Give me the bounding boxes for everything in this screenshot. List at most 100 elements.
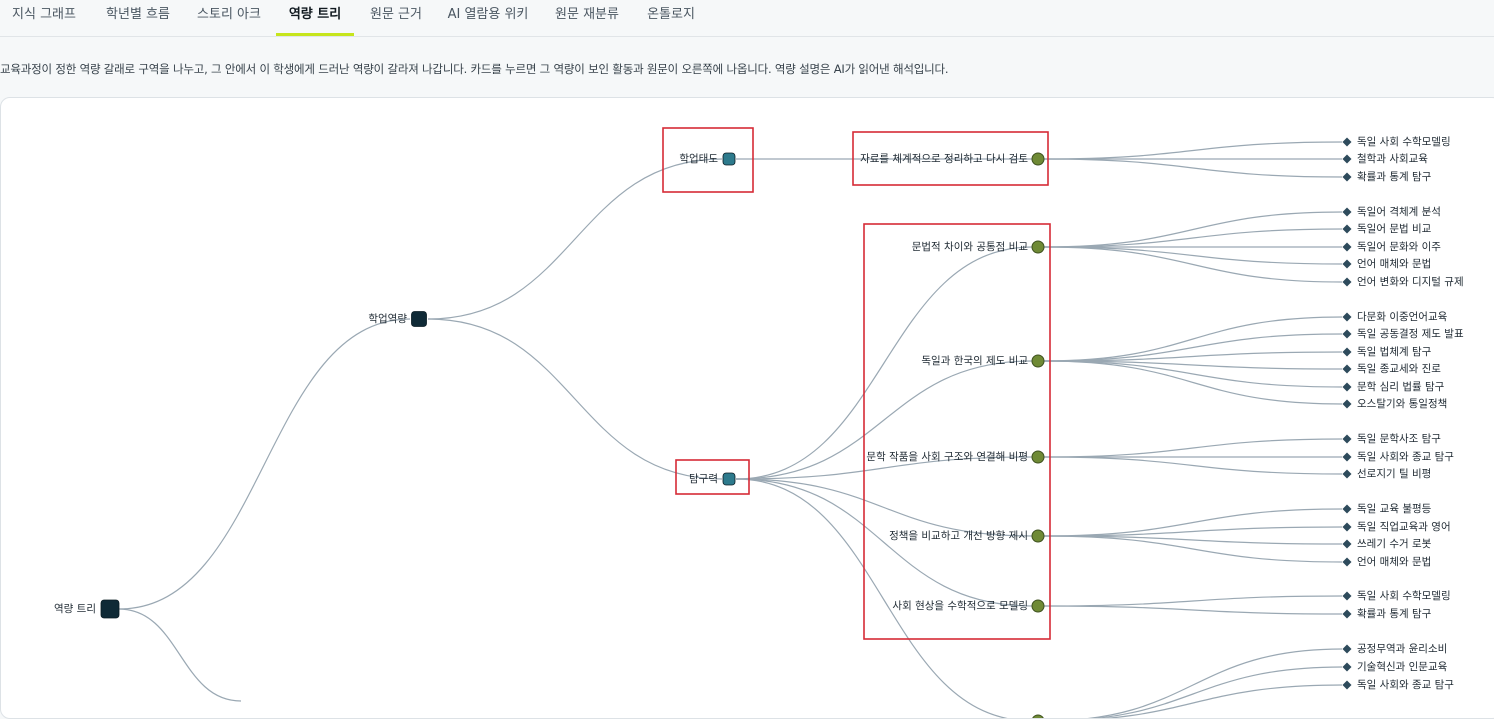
tab-knowledge-graph[interactable]: 지식 그래프: [12, 7, 76, 22]
activity-leaf-icon[interactable]: [1342, 504, 1352, 514]
tab-competency-tree[interactable]: 역량 트리: [276, 0, 354, 36]
activity-leaf-icon[interactable]: [1342, 259, 1352, 269]
activity-leaf-label: 독일 사회와 종교 탐구: [1357, 678, 1454, 691]
edge-competency-leaf: [1043, 456, 1343, 475]
activity-leaf-label: 기술혁신과 인문교육: [1357, 661, 1448, 673]
activity-leaf-label: 철학과 사회교육: [1357, 153, 1428, 165]
edge-competency-leaf: [1043, 535, 1343, 545]
edge-competency-leaf: [1043, 211, 1343, 248]
activity-leaf-label: 언어 매체와 문법: [1357, 556, 1431, 568]
edge-domain-branch: [427, 318, 723, 480]
competency-node[interactable]: [1031, 354, 1045, 368]
tab-source-reclassify[interactable]: 원문 재분류: [555, 7, 619, 22]
tab-grade-flow[interactable]: 학년별 흐름: [106, 7, 170, 22]
edge-competency-leaf: [1043, 316, 1343, 362]
edge-competency-leaf: [1043, 360, 1343, 370]
edge-competency-leaf: [1093, 666, 1343, 718]
activity-leaf-label: 확률과 통계 탐구: [1357, 607, 1432, 620]
activity-leaf-icon[interactable]: [1342, 224, 1352, 234]
highlight-box-learning-attitude: [662, 127, 754, 193]
activity-leaf-label: 독일 직업교육과 영어: [1357, 520, 1451, 533]
activity-leaf-icon[interactable]: [1342, 452, 1352, 462]
branch-node[interactable]: [722, 472, 736, 486]
highlight-box-attitude-competency: [852, 131, 1049, 186]
activity-leaf-label: 독일어 문화와 이주: [1357, 240, 1441, 253]
activity-leaf-icon[interactable]: [1342, 347, 1352, 357]
activity-leaf-label: 독일 문학사조 탐구: [1357, 432, 1441, 445]
edge-competency-leaf: [1043, 246, 1343, 283]
activity-leaf-icon[interactable]: [1342, 539, 1352, 549]
activity-leaf-icon[interactable]: [1342, 329, 1352, 339]
edge-root-hidden: [118, 608, 242, 702]
competency-label: 독일과 한국의 제도 비교: [921, 354, 1028, 367]
activity-leaf-icon[interactable]: [1342, 469, 1352, 479]
edge-branch-competency: [735, 360, 1033, 480]
activity-leaf-icon[interactable]: [1342, 557, 1352, 567]
activity-leaf-icon[interactable]: [1342, 154, 1352, 164]
activity-leaf-icon[interactable]: [1342, 312, 1352, 322]
tab-ai-wiki[interactable]: AI 열람용 위키: [447, 7, 529, 22]
edge-domain-branch: [427, 158, 723, 320]
activity-leaf-label: 오스탈기와 통일정책: [1357, 397, 1447, 410]
highlight-box-inquiry-competencies: [863, 223, 1051, 640]
branch-node[interactable]: [722, 152, 736, 166]
activity-leaf-icon[interactable]: [1342, 399, 1352, 409]
edge-branch-competency: [735, 456, 1033, 480]
edge-competency-leaf: [1043, 246, 1343, 265]
activity-leaf-label: 독일 사회와 종교 탐구: [1357, 450, 1454, 463]
activity-leaf-icon[interactable]: [1342, 680, 1352, 690]
domain-node[interactable]: [411, 311, 427, 327]
activity-leaf-label: 문학 심리 법률 탐구: [1357, 381, 1445, 393]
edge-competency-leaf: [1104, 684, 1343, 718]
competency-node[interactable]: [1031, 240, 1045, 254]
activity-leaf-icon[interactable]: [1342, 364, 1352, 374]
activity-leaf-icon[interactable]: [1342, 277, 1352, 287]
activity-leaf-icon[interactable]: [1342, 609, 1352, 619]
branch-node-label: 학업태도: [679, 152, 718, 165]
activity-leaf-icon[interactable]: [1342, 591, 1352, 601]
edge-competency-leaf: [1043, 333, 1343, 362]
edge-root-domain: [118, 318, 411, 610]
tab-ontology[interactable]: 온톨로지: [647, 7, 695, 22]
activity-leaf-label: 독일 사회 수학모델링: [1357, 135, 1451, 148]
activity-leaf-label: 언어 매체와 문법: [1357, 258, 1431, 270]
competency-node[interactable]: [1031, 152, 1045, 166]
competency-node[interactable]: [1031, 599, 1045, 613]
activity-leaf-icon[interactable]: [1342, 522, 1352, 532]
competency-label: 자료를 체계적으로 정리하고 다시 검토: [860, 152, 1028, 165]
activity-leaf-icon[interactable]: [1342, 207, 1352, 217]
competency-label: 문학 작품을 사회 구조와 연결해 비평: [866, 450, 1028, 463]
edge-competency-leaf: [1043, 605, 1343, 615]
activity-leaf-icon[interactable]: [1342, 434, 1352, 444]
edge-competency-leaf: [1043, 535, 1343, 563]
tab-bar: 지식 그래프 학년별 흐름 스토리 아크 역량 트리 원문 근거 AI 열람용 …: [0, 0, 1494, 37]
activity-leaf-label: 공정무역과 윤리소비: [1357, 643, 1447, 655]
edge-competency-leaf: [1087, 648, 1343, 718]
competency-node[interactable]: [1032, 714, 1044, 718]
competency-node[interactable]: [1031, 529, 1045, 543]
branch-node-label: 탐구력: [689, 473, 718, 485]
activity-leaf-label: 확률과 통계 탐구: [1357, 170, 1432, 183]
competency-label: 문법적 차이와 공통점 비교: [912, 241, 1029, 253]
activity-leaf-icon[interactable]: [1342, 137, 1352, 147]
edge-competency-leaf: [1043, 508, 1343, 537]
activity-leaf-label: 쓰레기 수거 로봇: [1357, 538, 1432, 550]
edge-competency-leaf: [1043, 526, 1343, 537]
root-node-label: 역량 트리: [54, 603, 96, 615]
activity-leaf-icon[interactable]: [1342, 382, 1352, 392]
tab-source-evidence[interactable]: 원문 근거: [370, 7, 422, 22]
competency-node[interactable]: [1031, 450, 1045, 464]
activity-leaf-label: 독일 종교세와 진로: [1357, 362, 1441, 375]
activity-leaf-icon[interactable]: [1342, 242, 1352, 252]
highlight-box-inquiry: [675, 459, 750, 495]
root-node[interactable]: [100, 599, 120, 619]
tab-story-arc[interactable]: 스토리 아크: [197, 7, 261, 22]
activity-leaf-icon[interactable]: [1342, 644, 1352, 654]
activity-leaf-icon[interactable]: [1342, 662, 1352, 672]
edge-branch-competency: [735, 246, 1033, 480]
edge-competency-leaf: [1043, 158, 1343, 178]
edge-competency-leaf: [1043, 228, 1343, 248]
activity-leaf-icon[interactable]: [1342, 172, 1352, 182]
